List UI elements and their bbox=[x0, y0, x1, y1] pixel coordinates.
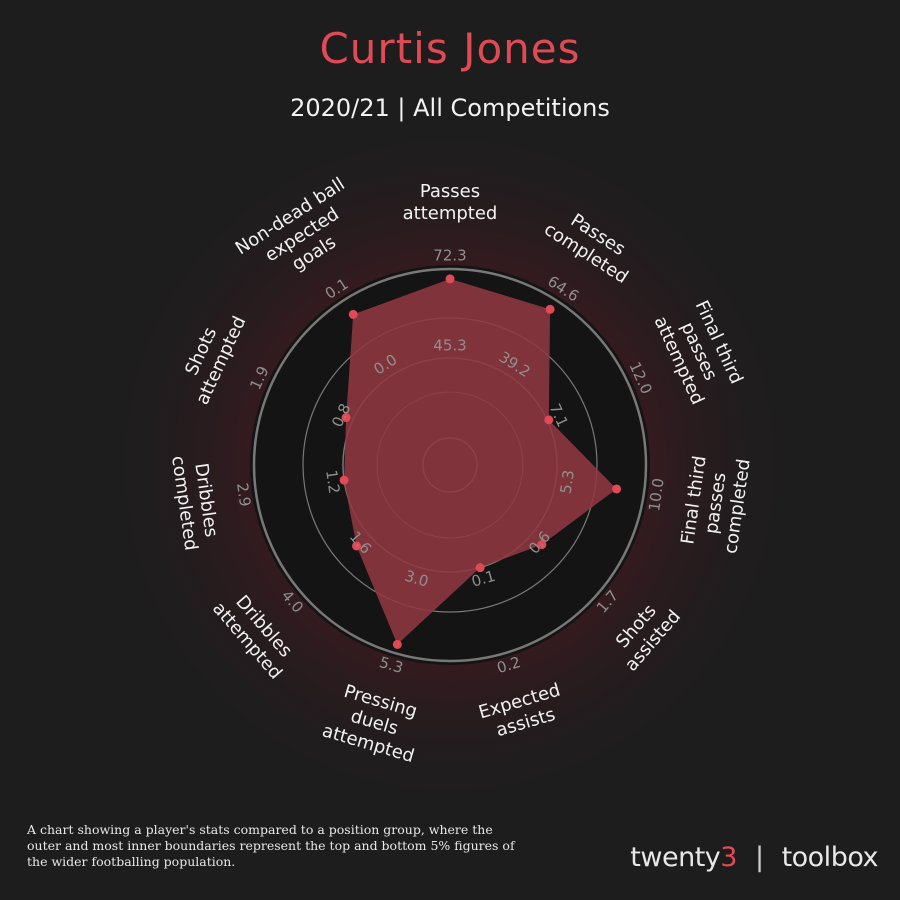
radar-point bbox=[544, 415, 554, 425]
tick-label-outer: 2.9 bbox=[233, 482, 254, 508]
brand-left: twenty bbox=[630, 842, 721, 873]
tick-label-outer: 5.3 bbox=[377, 653, 405, 677]
tick-label-outer: 0.2 bbox=[495, 653, 523, 677]
metric-label-line: attempted bbox=[403, 203, 498, 224]
tick-label-inner: 0.1 bbox=[469, 567, 497, 591]
radar-point bbox=[445, 274, 455, 284]
tick-label-outer: 10.0 bbox=[645, 477, 668, 513]
brand-accent: 3 bbox=[720, 842, 737, 873]
radar-point bbox=[341, 413, 351, 423]
radar-point bbox=[537, 540, 547, 550]
radar-point bbox=[475, 563, 485, 573]
tick-label-inner: 3.0 bbox=[403, 567, 431, 591]
tick-label-inner: 5.3 bbox=[557, 469, 578, 495]
outer-ring bbox=[252, 267, 648, 663]
brand-right: toolbox bbox=[781, 842, 879, 873]
metric-label-line: Passes bbox=[420, 181, 480, 202]
brand-logo: twenty3 | toolbox bbox=[630, 842, 878, 873]
radar-point bbox=[612, 484, 622, 494]
radar-polygon-layer bbox=[339, 274, 622, 649]
tick-label-inner: 45.3 bbox=[433, 337, 466, 355]
chart-title: Curtis Jones bbox=[319, 24, 581, 73]
radar-point bbox=[339, 475, 349, 485]
radar-point bbox=[545, 304, 555, 314]
radar-point bbox=[352, 541, 362, 551]
chart-footnote: A chart showing a player's stats compare… bbox=[27, 822, 515, 869]
radar-point bbox=[392, 639, 402, 649]
radar-point bbox=[348, 309, 358, 319]
brand-separator: | bbox=[754, 842, 764, 873]
radar-polygon bbox=[344, 278, 617, 645]
tick-label-inner: 1.2 bbox=[322, 469, 343, 495]
tick-label-outer: 72.3 bbox=[433, 247, 466, 265]
